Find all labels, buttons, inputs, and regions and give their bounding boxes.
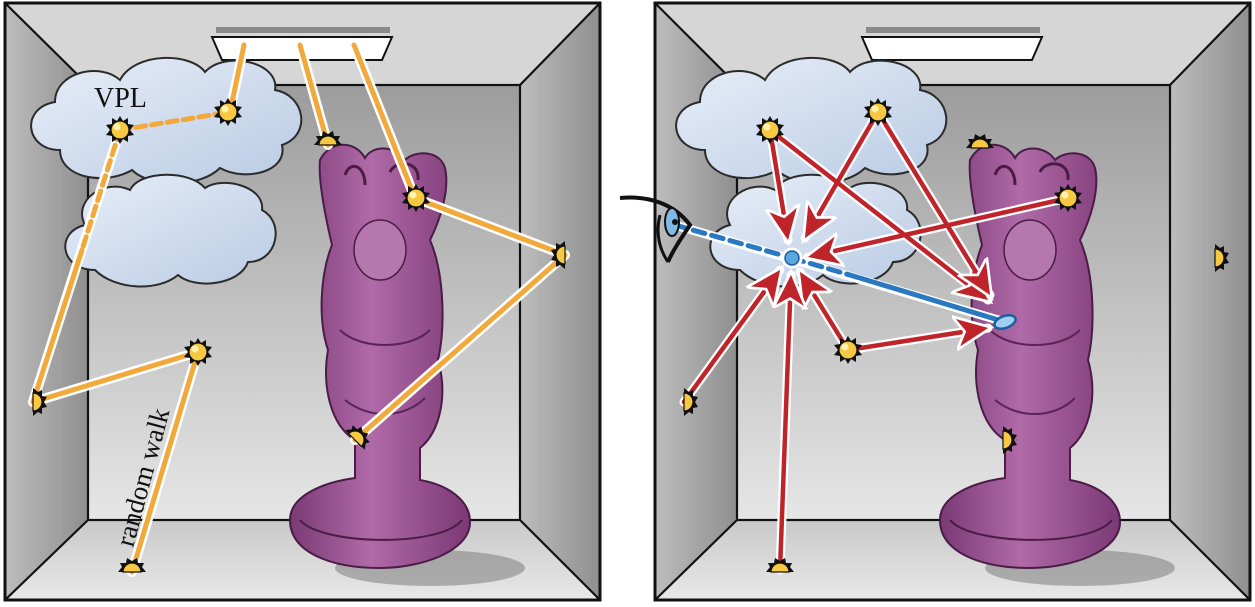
statue-left (288, 143, 525, 586)
surface-shading-point (993, 313, 1017, 331)
medium-scatter-point (781, 247, 803, 269)
cloud-bottom (64, 173, 277, 288)
vpl-label: VPL (94, 83, 147, 114)
eye-icon (619, 195, 693, 263)
right-panel (619, 1, 1252, 602)
left-panel: VPL random walk (3, 1, 602, 602)
vpl-contribution-rays (679, 107, 1073, 575)
area-light-icon (860, 27, 1044, 61)
random-walk-paths (28, 40, 570, 577)
